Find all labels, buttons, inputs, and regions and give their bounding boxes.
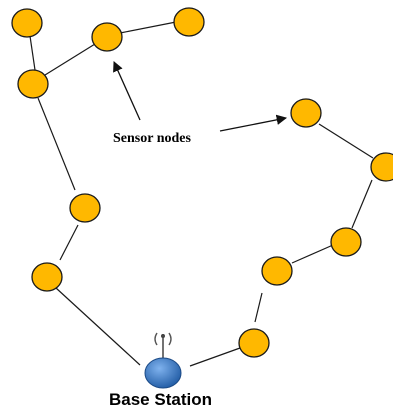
link: [55, 287, 141, 366]
sensor-node: [69, 193, 101, 223]
base-station-dish: [144, 357, 182, 389]
sensor-node: [261, 256, 293, 286]
base-station: [144, 332, 182, 389]
link: [318, 123, 374, 159]
antenna-signal-icon: [154, 332, 172, 362]
base-station-label: Base Station: [109, 390, 212, 409]
link: [29, 35, 36, 71]
link: [37, 97, 76, 191]
sensor-nodes-label: Sensor nodes: [113, 131, 191, 146]
link: [44, 43, 96, 76]
link: [351, 179, 373, 229]
sensor-nodes-group: [11, 7, 393, 358]
sensor-node: [370, 152, 393, 182]
sensor-node: [290, 98, 322, 128]
link: [291, 244, 334, 264]
sensor-node: [330, 227, 362, 257]
sensor-node: [238, 328, 270, 358]
link: [254, 292, 263, 323]
link: [59, 224, 79, 261]
link: [119, 21, 177, 34]
sensor-node: [11, 8, 43, 38]
arrow-to-node-upper: [113, 61, 141, 121]
sensor-node: [173, 7, 205, 37]
arrow-to-node-right: [219, 114, 288, 132]
annotation-arrows: [113, 61, 288, 132]
sensor-node: [17, 69, 49, 99]
link: [189, 347, 241, 367]
sensor-node: [91, 22, 123, 52]
sensor-node: [31, 262, 63, 292]
links-group: [29, 21, 374, 367]
